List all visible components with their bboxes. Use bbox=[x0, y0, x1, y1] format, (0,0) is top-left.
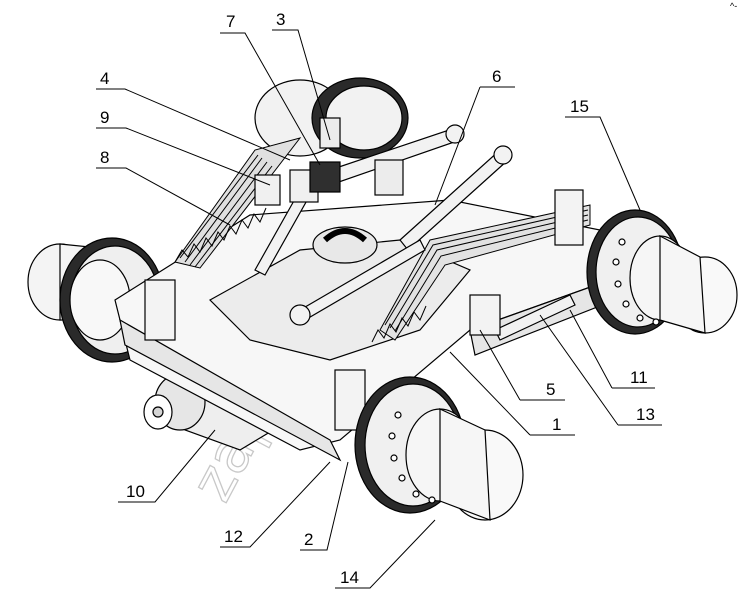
callout-9: 9 bbox=[100, 108, 109, 127]
callout-12: 12 bbox=[224, 527, 243, 546]
callout-11: 11 bbox=[630, 368, 648, 387]
callout-6: 6 bbox=[492, 67, 501, 86]
callout-4: 4 bbox=[100, 69, 109, 88]
callout-13: 13 bbox=[636, 405, 655, 424]
spring-hangers bbox=[144, 189, 584, 431]
front-wheel bbox=[354, 376, 524, 521]
callout-labels: 1 2 3 4 5 6 7 8 9 10 11 12 13 14 15 bbox=[100, 10, 655, 587]
callout-7: 7 bbox=[226, 12, 235, 31]
right-wheel bbox=[586, 209, 738, 335]
left-leaf-spring bbox=[174, 137, 302, 269]
center-brackets bbox=[254, 117, 404, 206]
center-unit bbox=[312, 226, 378, 264]
callout-10: 10 bbox=[126, 482, 145, 501]
reaction-rods bbox=[254, 124, 576, 341]
callout-8: 8 bbox=[100, 148, 109, 167]
callout-3: 3 bbox=[276, 10, 285, 29]
leader-lines bbox=[96, 29, 662, 589]
callout-15: 15 bbox=[570, 97, 589, 116]
callout-1: 1 bbox=[552, 415, 561, 434]
callout-14: 14 bbox=[340, 568, 359, 587]
right-leaf-spring bbox=[371, 204, 591, 343]
corner-mark: ^- bbox=[730, 1, 737, 11]
callout-2: 2 bbox=[304, 530, 313, 549]
callout-5: 5 bbox=[546, 380, 555, 399]
